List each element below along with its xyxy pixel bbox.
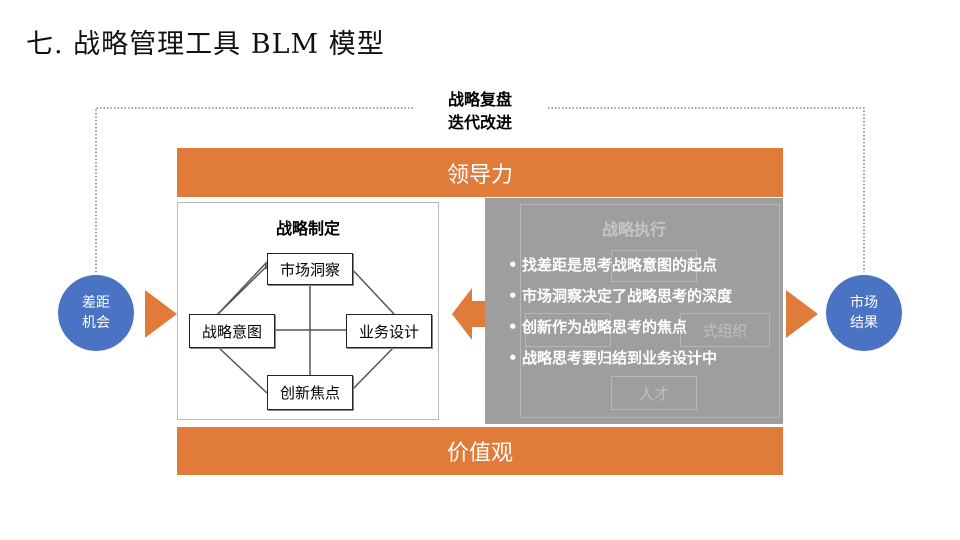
bullet-item: •找差距是思考战略意图的起点 <box>508 256 778 287</box>
market-results-label: 市场 结果 <box>850 295 878 331</box>
market-results-circle: 市场 结果 <box>826 275 902 351</box>
bullet-text: 战略思考要归结到业务设计中 <box>522 349 718 367</box>
bullet-item: •市场洞察决定了战略思考的深度 <box>508 287 778 318</box>
node-business-design: 业务设计 <box>346 314 432 348</box>
strategy-formulation-title: 战略制定 <box>275 219 340 238</box>
loop-line-1: 战略复盘 <box>447 90 512 109</box>
execution-bullet-list: •找差距是思考战略意图的起点 •市场洞察决定了战略思考的深度 •创新作为战略思考… <box>508 256 778 380</box>
loop-line-2: 迭代改进 <box>447 113 512 132</box>
bullet-text: 找差距是思考战略意图的起点 <box>522 256 718 274</box>
leadership-label: 领导力 <box>446 162 513 188</box>
values-bar: 价值观 <box>177 427 783 475</box>
execution-inner-frame <box>520 204 780 418</box>
ghost-node-top <box>611 250 697 282</box>
bullet-item: •创新作为战略思考的焦点 <box>508 318 778 349</box>
bullet-item: •战略思考要归结到业务设计中 <box>508 349 778 380</box>
ghost-node-organization: 式组织 <box>680 313 770 347</box>
feedback-loop-label: 战略复盘 迭代改进 <box>414 88 546 134</box>
formulation-connectors <box>217 261 395 394</box>
bullet-text: 创新作为战略思考的焦点 <box>522 318 688 336</box>
values-label: 价值观 <box>446 441 513 466</box>
node-strategic-intent: 战略意图 <box>189 314 275 348</box>
arrow-right-icon <box>145 290 177 338</box>
bullet-icon: • <box>508 318 518 336</box>
ghost-node-talent: 人才 <box>611 376 697 410</box>
strategy-execution-title: 战略执行 <box>601 220 666 239</box>
bullet-icon: • <box>508 349 518 367</box>
ghost-node-left <box>525 313 611 347</box>
bullet-icon: • <box>508 256 518 274</box>
strategy-formulation-panel: 战略制定 市场洞察 战略意图 业务设计 创新焦点 <box>177 202 439 420</box>
node-innovation-focus: 创新焦点 <box>267 375 353 410</box>
gap-opportunity-circle: 差距 机会 <box>58 275 134 351</box>
page-title: 七. 战略管理工具 BLM 模型 <box>26 29 385 60</box>
strategy-execution-panel: 战略执行 式组织 人才 <box>485 198 783 424</box>
bullet-text: 市场洞察决定了战略思考的深度 <box>522 287 733 305</box>
bullet-icon: • <box>508 287 518 305</box>
arrow-right-icon <box>786 290 818 338</box>
gap-opportunity-label: 差距 机会 <box>82 295 110 331</box>
leadership-bar: 领导力 <box>177 148 783 197</box>
node-market-insight: 市场洞察 <box>267 253 353 285</box>
